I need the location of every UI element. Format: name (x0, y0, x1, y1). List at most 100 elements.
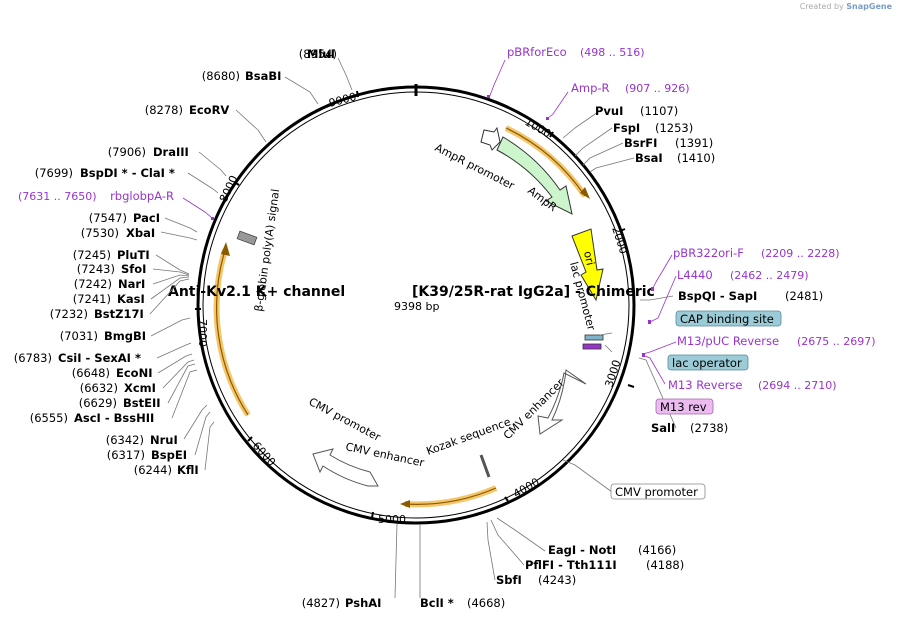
site-xbai-pos: (7530) (81, 226, 119, 240)
primer-pbrforeco-range: (498 .. 516) (580, 46, 645, 59)
primer-ampr-range: (907 .. 926) (625, 82, 690, 95)
cap-site-label-box (675, 310, 782, 327)
primer-m13puc-name: M13/pUC Reverse (677, 334, 779, 348)
primer-marks (211, 95, 654, 357)
site-econi-pos: (6648) (72, 366, 110, 380)
site-pflfi-pos: (4188) (646, 558, 684, 572)
site-bstz17i-name: BstZ17I (94, 307, 144, 321)
site-pflfi-name: PflFI - Tth111I (525, 558, 617, 572)
primer-rbglobpa-name: rbglobpA-R (110, 189, 174, 203)
plasmid-name-left: Anti-Kv2.1 K+ channel (168, 284, 345, 300)
primer-l4440-name: L4440 (677, 268, 713, 282)
cmv-enhancer-arrow (537, 369, 587, 435)
snapgene-credit: Created by SnapGene (800, 2, 892, 11)
site-bspei-name: BspEI (151, 448, 187, 462)
site-csii-pos: (6783) (14, 351, 52, 365)
cmv-promoter-2-label: CMV promoter (307, 395, 383, 444)
site-bspqi-name: BspQI - SapI (678, 289, 757, 303)
feature-arcs (213, 125, 590, 508)
site-bspdi-name: BspDI * - ClaI * (80, 166, 175, 180)
site-bsai-pos: (1410) (677, 151, 715, 165)
site-nari-pos: (7242) (74, 277, 112, 291)
site-bsabi-pos: (8680) (202, 69, 240, 83)
site-bsteii-pos: (6629) (79, 396, 117, 410)
site-pluti-pos: (7245) (73, 248, 111, 262)
site-mlui-pos: (8954) (299, 47, 337, 61)
lac-operator-label-box (667, 354, 749, 371)
site-eagi-name: EagI - NotI (548, 543, 616, 557)
site-paci-name: PacI (133, 211, 160, 225)
site-fspi-name: FspI (613, 121, 640, 135)
globin-box (236, 230, 258, 246)
lac-operator-label: lac operator (672, 356, 742, 370)
kozak-label: Kozak sequence (425, 415, 513, 458)
site-kasi-name: KasI (117, 292, 145, 306)
tick-marks (195, 90, 635, 519)
leader-lines (149, 57, 677, 599)
site-sfoi-pos: (7243) (77, 262, 115, 276)
site-bsabi-name: BsaBI (245, 69, 281, 83)
primer-l4440-range: (2462 .. 2479) (730, 269, 809, 282)
site-bcli-name: BclI * (420, 596, 454, 610)
site-xbai-name: XbaI (126, 226, 155, 240)
site-draiii-pos: (7906) (108, 145, 146, 159)
primer-m13rev-name: M13 Reverse (668, 378, 742, 392)
primer-pbr322ori-name: pBR322ori-F (673, 246, 744, 260)
site-bsteii-name: BstEII (123, 396, 161, 410)
site-xcmi-name: XcmI (124, 381, 156, 395)
site-sbfi-pos: (4243) (538, 573, 576, 587)
ori-label: ori (581, 250, 597, 267)
site-xcmi-pos: (6632) (80, 381, 118, 395)
cap-site-box (584, 334, 604, 341)
primer-m13puc-range: (2675 .. 2697) (797, 335, 876, 348)
site-bsrfi-pos: (1391) (675, 136, 713, 150)
site-bmgbi-pos: (7031) (60, 329, 98, 343)
site-nari-name: NarI (118, 277, 145, 291)
site-draiii-name: DraIII (153, 145, 189, 159)
site-pluti-name: PluTI (117, 248, 150, 262)
primer-leader-lines (182, 59, 677, 385)
plasmid-size: 9398 bp (394, 300, 439, 313)
primer-pbrforeco-name: pBRforEco (507, 45, 567, 59)
kozak-marker (479, 454, 491, 478)
tick-label: 7000 (196, 319, 209, 347)
site-pshai-name: PshAI (345, 596, 381, 610)
cmv-enhancer-2-label: CMV enhancer (344, 440, 425, 469)
site-kfli-pos: (6244) (134, 463, 172, 477)
tick-label: 6000 (250, 439, 278, 469)
site-fspi-pos: (1253) (655, 121, 693, 135)
site-bsai-name: BsaI (635, 151, 663, 165)
site-sbfi-name: SbfI (496, 573, 522, 587)
site-bmgbi-name: BmgBI (104, 329, 146, 343)
site-bspdi-pos: (7699) (35, 166, 73, 180)
site-pshai-pos: (4827) (302, 596, 340, 610)
site-bcli-pos: (4668) (467, 596, 505, 610)
cmv-promoter-label-box (610, 483, 706, 500)
site-kasi-pos: (7241) (73, 292, 111, 306)
site-ecorv-name: EcoRV (189, 103, 229, 117)
site-mlui-name: MluI (307, 47, 335, 61)
primer-pbr322ori-range: (2209 .. 2228) (761, 247, 840, 260)
site-sali-name: SalI (651, 421, 675, 435)
cmv-promoter-arrow (312, 448, 379, 487)
snapgene-logo: SnapGene (846, 2, 892, 11)
site-bstz17i-pos: (7232) (50, 307, 88, 321)
primer-rbglobpa-range: (7631 .. 7650) (18, 190, 97, 203)
site-ecorv-pos: (8278) (145, 103, 183, 117)
tick-label: 9000 (327, 90, 357, 110)
m13rev-label-box (655, 398, 714, 415)
m13rev-label: M13 rev (660, 400, 707, 414)
ampr-arrow (496, 136, 573, 215)
plasmid-name-right: [K39/25R-rat IgG2a] - Chimeric (412, 284, 655, 300)
tick-label: 4000 (511, 475, 542, 500)
site-bsrfi-name: BsrFI (624, 136, 657, 150)
site-bspqi-pos: (2481) (785, 289, 823, 303)
site-pvui-pos: (1107) (640, 104, 678, 118)
site-nrui-name: NruI (150, 433, 178, 447)
primer-ampr-name: Amp-R (571, 81, 610, 95)
site-eagi-pos: (4166) (638, 543, 676, 557)
cap-site-label: CAP binding site (680, 312, 774, 326)
site-bspei-pos: (6317) (107, 448, 145, 462)
site-sfoi-name: SfoI (121, 262, 146, 276)
